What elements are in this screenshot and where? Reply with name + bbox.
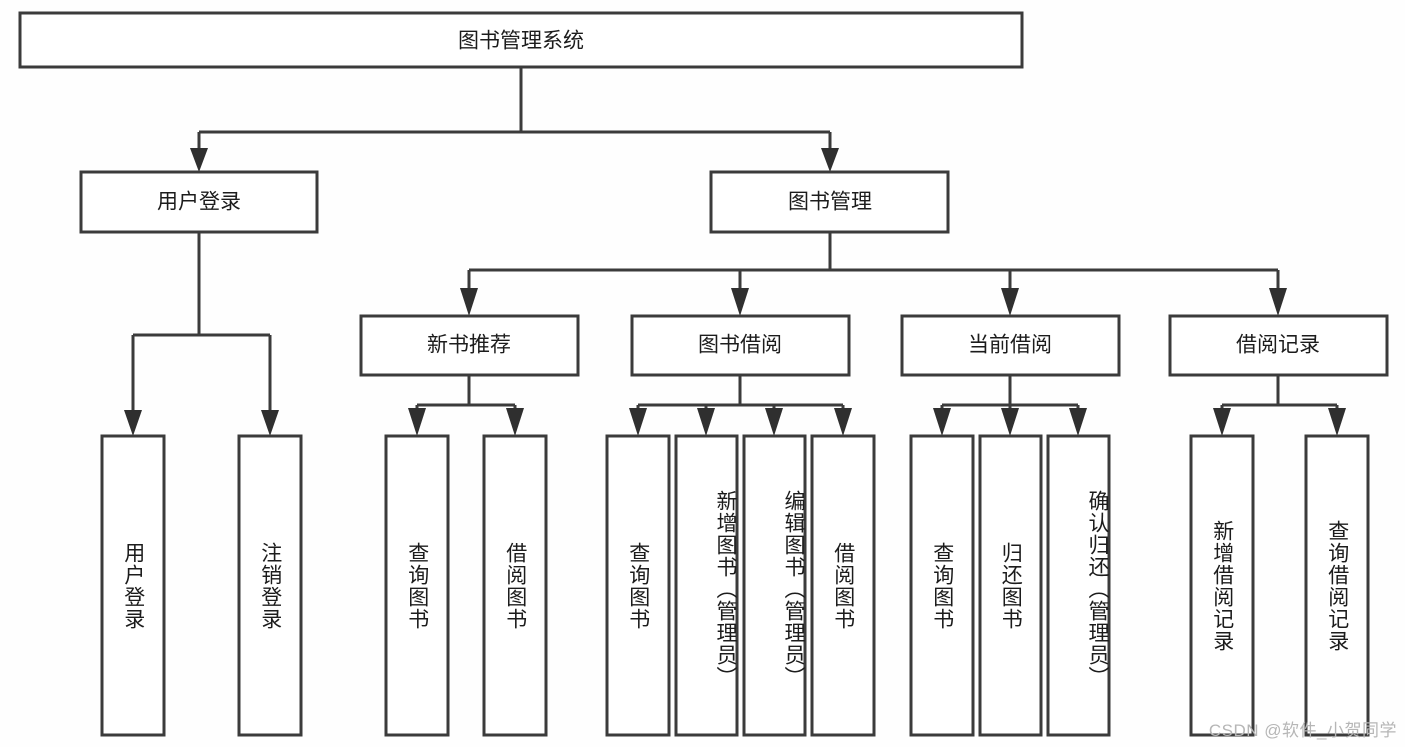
arrow-head-leaf-add-borrow-record (1213, 408, 1231, 436)
arrow-head-leaf-query-borrow-record (1328, 408, 1346, 436)
node-current-borrow-label: 当前借阅 (968, 334, 1052, 357)
node-borrow-record-box[interactable] (1168, 314, 1389, 377)
arrow-head-leaf-edit-book-admin (765, 408, 783, 436)
arrow-head-leaf-borrow-book-1 (506, 408, 524, 436)
leaf-add-borrow-record-box[interactable] (1189, 434, 1255, 737)
node-current-borrow-box[interactable] (900, 314, 1121, 377)
horizontal-label-layer: 图书管理系统 用户登录 图书管理 新书推荐 图书借阅 当前借阅 借阅记录 (157, 30, 1320, 357)
leaf-logout-login-box[interactable] (237, 434, 303, 737)
node-book-manage-label: 图书管理 (788, 191, 872, 214)
watermark-text: CSDN @软件_小贺同学 (1208, 721, 1397, 740)
arrow-head-leaf-return-book (1001, 408, 1019, 436)
node-borrow-record-label: 借阅记录 (1236, 334, 1320, 357)
arrow-head-leaf-borrow-book-2 (834, 408, 852, 436)
arrow-head-borrow-record (1269, 288, 1287, 316)
node-new-book-recommend-label: 新书推荐 (427, 334, 511, 357)
arrow-head-book-manage (821, 148, 839, 172)
arrow-head-current-borrow (1001, 288, 1019, 316)
leaf-query-book-2-box[interactable] (605, 434, 671, 737)
leaf-edit-book-admin-box[interactable] (742, 434, 807, 737)
arrow-head-leaf-query-book-1 (408, 408, 426, 436)
node-new-book-recommend-box[interactable] (359, 314, 580, 377)
arrow-head-leaf-query-book-3 (933, 408, 951, 436)
leaf-user-login-box[interactable] (100, 434, 166, 737)
leaf-query-book-1-box[interactable] (384, 434, 450, 737)
arrow-head-book-borrow (731, 288, 749, 316)
arrow-head-leaf-logout-login (261, 410, 279, 436)
leaf-query-book-3-box[interactable] (909, 434, 975, 737)
arrow-head-user-login (190, 148, 208, 172)
leaf-borrow-book-1-box[interactable] (482, 434, 548, 737)
arrow-head-leaf-user-login (124, 410, 142, 436)
node-user-login-label: 用户登录 (157, 191, 241, 214)
arrow-head-leaf-confirm-return-admin (1069, 408, 1087, 436)
leaf-add-book-admin-box[interactable] (674, 434, 739, 737)
leaf-confirm-return-admin-box[interactable] (1046, 434, 1111, 737)
node-root-box[interactable] (18, 11, 1024, 69)
node-book-borrow-box[interactable] (630, 314, 851, 377)
node-user-login-box[interactable] (79, 170, 319, 234)
leaf-borrow-book-2-box[interactable] (810, 434, 876, 737)
node-book-borrow-label: 图书借阅 (698, 334, 782, 357)
leaf-query-borrow-record-box[interactable] (1304, 434, 1370, 737)
leaf-return-book-box[interactable] (978, 434, 1043, 737)
arrow-head-new-book-recommend (460, 288, 478, 316)
box-layer (18, 11, 1389, 737)
arrow-head-leaf-add-book-admin (697, 408, 715, 436)
node-book-manage-box[interactable] (709, 170, 950, 234)
connector-layer (124, 67, 1346, 436)
node-root-label: 图书管理系统 (458, 30, 584, 53)
arrow-head-leaf-query-book-2 (629, 408, 647, 436)
